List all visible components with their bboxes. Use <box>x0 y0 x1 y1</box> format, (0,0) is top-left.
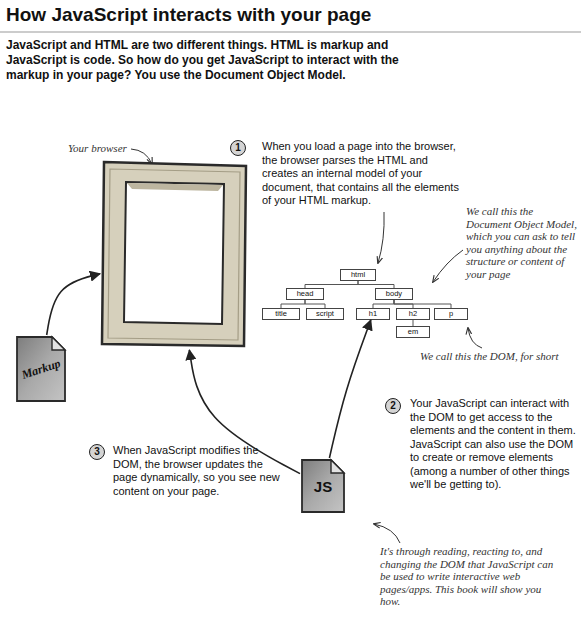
tree-branch <box>373 300 394 308</box>
element-name: title <box>263 309 299 319</box>
browser-viewport <box>124 182 224 324</box>
flow-arrow <box>329 320 370 458</box>
tree-branch <box>281 300 305 308</box>
dom-element-box: html <box>340 269 376 281</box>
element-name: h2 <box>397 309 429 319</box>
tree-branch <box>305 300 325 308</box>
dom-element-box: em <box>396 326 430 338</box>
callout-number: 3 <box>89 444 105 460</box>
step-description: When JavaScript modifies the DOM, the br… <box>113 444 281 498</box>
leader-line <box>374 524 400 543</box>
dom-element-box: body <box>375 288 413 300</box>
tree-branch <box>305 281 358 288</box>
file-label: JS <box>300 458 346 514</box>
element-name: p <box>435 309 467 319</box>
browser-frame-bevel <box>108 169 240 340</box>
element-name: html <box>341 270 375 280</box>
element-name: script <box>307 309 343 319</box>
browser-window: Your browser <box>100 160 250 350</box>
dom-element-box: h1 <box>356 308 390 320</box>
dom-element-box: head <box>286 288 324 300</box>
element-name: h1 <box>357 309 389 319</box>
element-name: body <box>376 289 412 299</box>
leader-line <box>378 212 384 263</box>
callout-number: 1 <box>230 140 246 156</box>
browser-frame-outline <box>100 160 250 350</box>
document-fold <box>331 460 344 473</box>
callout-number: 2 <box>385 398 401 414</box>
element-name: em <box>397 327 429 337</box>
flow-arrow <box>47 274 100 335</box>
js-file-icon: JS <box>300 458 346 514</box>
handwritten-note: We call this the Document Object Model, … <box>466 205 578 280</box>
tree-branch <box>394 300 413 308</box>
browser-frame-shadow <box>127 183 223 191</box>
step-description: Your JavaScript can interact with the DO… <box>410 397 578 492</box>
browser-frame-bezel <box>102 162 246 346</box>
dom-element-box: p <box>434 308 468 320</box>
step-description: When you load a page into the browser, t… <box>262 140 467 208</box>
browser-caption: Your browser <box>68 142 127 154</box>
page-title: How JavaScript interacts with your page <box>6 4 371 26</box>
dom-element-box: script <box>306 308 344 320</box>
intro-paragraph: JavaScript and HTML are two different th… <box>6 38 436 83</box>
tree-branch <box>394 300 451 308</box>
handwritten-note: We call this the DOM, for short <box>420 350 580 363</box>
title-rule <box>0 31 581 32</box>
handwritten-note: It's through reading, reacting to, and c… <box>380 545 558 608</box>
markup-file-icon: Markup <box>15 335 67 403</box>
leader-line <box>433 250 463 282</box>
leader-line <box>468 328 482 348</box>
document-fold <box>52 337 65 350</box>
dom-element-box: h2 <box>396 308 430 320</box>
element-name: head <box>287 289 323 299</box>
tree-branch <box>358 281 394 288</box>
dom-element-box: title <box>262 308 300 320</box>
